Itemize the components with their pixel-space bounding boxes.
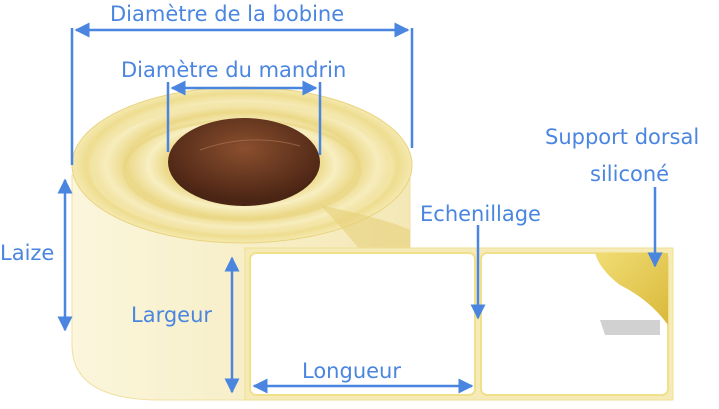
- label-width-label: Largeur: [131, 303, 213, 327]
- web-width-label: Laize: [0, 241, 55, 265]
- roll-diameter-label: Diamètre de la bobine: [110, 2, 345, 26]
- label-length-label: Longueur: [302, 359, 401, 383]
- label-1: [249, 252, 476, 396]
- backing-sub-label: siliconé: [590, 162, 670, 186]
- dimension-lines: [57, 22, 663, 394]
- backing-label: Support dorsal: [545, 125, 700, 149]
- core-diameter-label: Diamètre du mandrin: [121, 58, 347, 82]
- roll-core: [168, 118, 320, 206]
- matrix-label: Echenillage: [420, 202, 541, 226]
- peeled-backing-corner: [595, 253, 668, 325]
